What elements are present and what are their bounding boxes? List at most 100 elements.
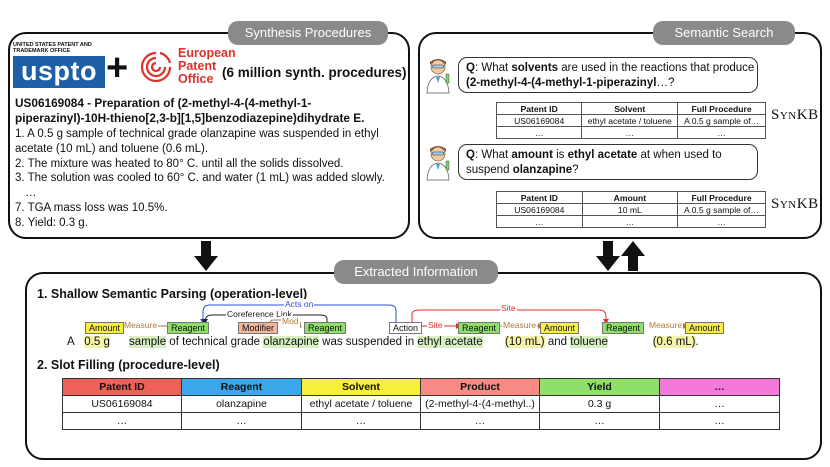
tag-modifier: Modifier xyxy=(238,322,279,334)
tag-reagent: Reagent xyxy=(304,322,347,334)
q1-label: Q xyxy=(466,62,475,74)
q1-post: are used in the reactions that produce xyxy=(558,62,755,74)
relation-acts-on: Acts on xyxy=(284,299,315,309)
coref-arc xyxy=(204,314,328,323)
q1-bold: solvents xyxy=(511,62,559,74)
slot-header-patent-id: Patent ID xyxy=(62,378,182,396)
q2-label: Q xyxy=(466,149,475,161)
tag-reagent: Reagent xyxy=(602,322,645,334)
table1-cell: ethyl acetate / toluene xyxy=(581,114,679,127)
down-arrow-icon xyxy=(194,241,218,271)
slot-cell: 0.3 g xyxy=(539,395,660,413)
table1-cell: A 0.5 g sample of… xyxy=(677,114,766,127)
table1-cell: … xyxy=(677,126,766,139)
table2-cell: … xyxy=(496,215,583,228)
step-line: … xyxy=(25,187,37,200)
slot-header-yield: Yield xyxy=(539,378,660,396)
word-reagent: ethyl acetate xyxy=(417,336,483,348)
q2-line2-rest: ? xyxy=(572,164,579,176)
word: and xyxy=(547,336,568,348)
epo-logo-text: European Patent Office xyxy=(178,47,236,86)
table2-header: Full Procedure xyxy=(677,191,766,204)
down-arrow-icon xyxy=(596,241,620,271)
slot-cell: US06169084 xyxy=(62,395,182,413)
slot-header-reagent: Reagent xyxy=(181,378,302,396)
slot-header-solvent: Solvent xyxy=(301,378,421,396)
table1-header: Solvent xyxy=(581,102,679,115)
slot-cell: (2-methyl-4-(4-methyl..) xyxy=(420,395,540,413)
table1-header: Full Procedure xyxy=(677,102,766,115)
relation-coref: Coreference Link xyxy=(226,309,293,319)
word-amount: (0.6 mL) xyxy=(652,336,696,348)
table-row: US06169084 olanzapine ethyl acetate / to… xyxy=(62,395,780,413)
table2-header: Patent ID xyxy=(496,191,583,204)
word-reagent: olanzapine xyxy=(263,336,319,348)
word: . xyxy=(695,336,699,348)
table1-header: Patent ID xyxy=(495,102,583,115)
table2-cell: 10 mL xyxy=(581,203,679,216)
step-line: acetate (10 mL) and toluene (0.6 mL). xyxy=(15,142,209,155)
q2-bold: amount xyxy=(511,149,553,161)
plus-sign: + xyxy=(106,47,129,89)
tag-reagent: Reagent xyxy=(167,322,210,334)
word-amount: 0.5 g xyxy=(84,336,110,348)
relation-site: Site xyxy=(427,320,444,330)
slot-table-header-row: Patent ID Reagent Solvent Product Yield … xyxy=(62,378,780,396)
section-shallow-parsing: 1. Shallow Semantic Parsing (operation-l… xyxy=(37,287,308,301)
result-table-1: Patent ID Solvent Full Procedure US06169… xyxy=(495,102,766,139)
relation-measure: Measure xyxy=(123,320,159,330)
word: was suspended in xyxy=(322,336,415,348)
extracted-header: Extracted Information xyxy=(334,260,498,284)
slot-header-more: … xyxy=(659,378,780,396)
slot-cell: … xyxy=(62,412,182,430)
synkb-label-2: SYNKB xyxy=(771,196,819,212)
result-table-2: Patent ID Amount Full Procedure US061690… xyxy=(496,191,766,228)
tag-action: Action xyxy=(389,322,423,334)
procedure-title-line-1: US06169084 - Preparation of (2-methyl-4-… xyxy=(15,96,312,110)
relation-measure: Measure xyxy=(648,320,684,330)
section-slot-filling: 2. Slot Filling (procedure-level) xyxy=(37,358,220,372)
parsed-sentence: A 0.5 g sample of technical grade olanza… xyxy=(67,336,699,348)
q1-line2-bold: (2-methyl-4-(4-methyl-1-piperazinyl xyxy=(466,77,657,89)
uspto-logo: uspto xyxy=(13,56,105,88)
word-reagent: sample xyxy=(129,336,167,348)
slot-table: Patent ID Reagent Solvent Product Yield … xyxy=(62,378,780,430)
up-arrow-icon xyxy=(621,241,645,271)
slot-cell: … xyxy=(659,412,780,430)
procedure-count: (6 million synth. procedures) xyxy=(222,65,407,80)
slot-header-product: Product xyxy=(420,378,540,396)
slot-cell: olanzapine xyxy=(181,395,302,413)
epo-line-2: Patent xyxy=(178,59,217,73)
table1-cell: … xyxy=(495,126,583,139)
epo-line-1: European xyxy=(178,46,236,60)
procedure-steps: 1. A 0.5 g sample of technical grade ola… xyxy=(15,127,385,231)
table2-header: Amount xyxy=(581,191,679,204)
slot-cell: ethyl acetate / toluene xyxy=(301,395,421,413)
word-amount: (10 mL) xyxy=(505,336,545,348)
word: of technical grade xyxy=(169,336,261,348)
step-line: 2. The mixture was heated to 80° C. unti… xyxy=(15,157,344,170)
procedure-title-line-2: piperazinyl)-10H-thieno[2,3-b][1,5]benzo… xyxy=(15,111,365,125)
step-line: 7. TGA mass loss was 10.5%. xyxy=(15,201,168,214)
tag-amount: Amount xyxy=(85,322,125,334)
scientist-icon xyxy=(426,59,450,94)
word: A xyxy=(67,336,75,348)
table2-cell: … xyxy=(581,215,679,228)
uspto-tagline: UNITED STATES PATENT AND TRADEMARK OFFIC… xyxy=(13,42,92,54)
table1-cell: US06169084 xyxy=(495,114,583,127)
slot-cell: … xyxy=(420,412,540,430)
question-bubble-2: Q: What amount is ethyl acetate at when … xyxy=(458,144,758,180)
table2-cell: A 0.5 g sample of… xyxy=(677,203,766,216)
search-header: Semantic Search xyxy=(653,21,795,45)
slot-cell: … xyxy=(539,412,660,430)
q2-bold-2: ethyl acetate xyxy=(567,149,638,161)
table2-cell: … xyxy=(677,215,766,228)
table-row: … … … … … … xyxy=(62,412,780,430)
epo-line-3: Office xyxy=(178,72,214,86)
relation-measure: Measure xyxy=(502,320,538,330)
slot-cell: … xyxy=(301,412,421,430)
step-line: 3. The solution was cooled to 60° C. and… xyxy=(15,172,385,185)
relation-site: Site xyxy=(500,303,517,313)
q1-pre: : What xyxy=(474,62,512,74)
scientist-icon xyxy=(426,146,450,181)
